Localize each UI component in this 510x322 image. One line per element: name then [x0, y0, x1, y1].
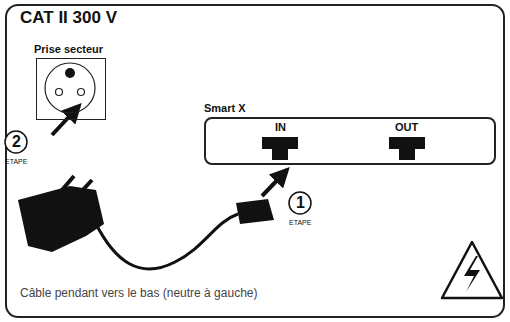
- outer-frame: [6, 5, 504, 317]
- step-label: ETAPE: [5, 157, 27, 166]
- device-frame: [204, 117, 496, 165]
- port-label: OUT: [395, 121, 418, 134]
- in-port: [262, 137, 298, 160]
- socket-drawing: [37, 59, 104, 118]
- socket-frame: [36, 58, 106, 120]
- device-node: Smart X: [204, 102, 496, 165]
- callout-circle: [5, 131, 27, 153]
- title: CAT II 300 V: [20, 8, 117, 28]
- socket-node: Prise secteur: [34, 43, 106, 120]
- node-heading: Prise secteur: [34, 43, 106, 56]
- caption: Câble pendant vers le bas (neutre à gauc…: [20, 286, 258, 300]
- iec-plug: [236, 199, 274, 224]
- cable: [95, 214, 238, 269]
- step-arrow: [262, 170, 287, 196]
- port-label: IN: [275, 121, 286, 134]
- mains-plug: [18, 186, 104, 252]
- callout-circle: [289, 192, 311, 214]
- callout-number: 1: [296, 194, 305, 212]
- step-label: ETAPE: [289, 218, 311, 227]
- warning-triangle: [442, 242, 502, 298]
- out-port: [389, 137, 425, 160]
- plug-pins: [62, 176, 92, 193]
- socket-hole: [78, 89, 85, 96]
- earth-pin: [65, 68, 75, 78]
- node-heading: Smart X: [204, 102, 496, 115]
- callout-number: 2: [12, 133, 21, 151]
- socket-face: [45, 63, 95, 113]
- socket-hole: [56, 89, 63, 96]
- step-arrow: [52, 106, 79, 135]
- lightning-symbol: [464, 256, 480, 292]
